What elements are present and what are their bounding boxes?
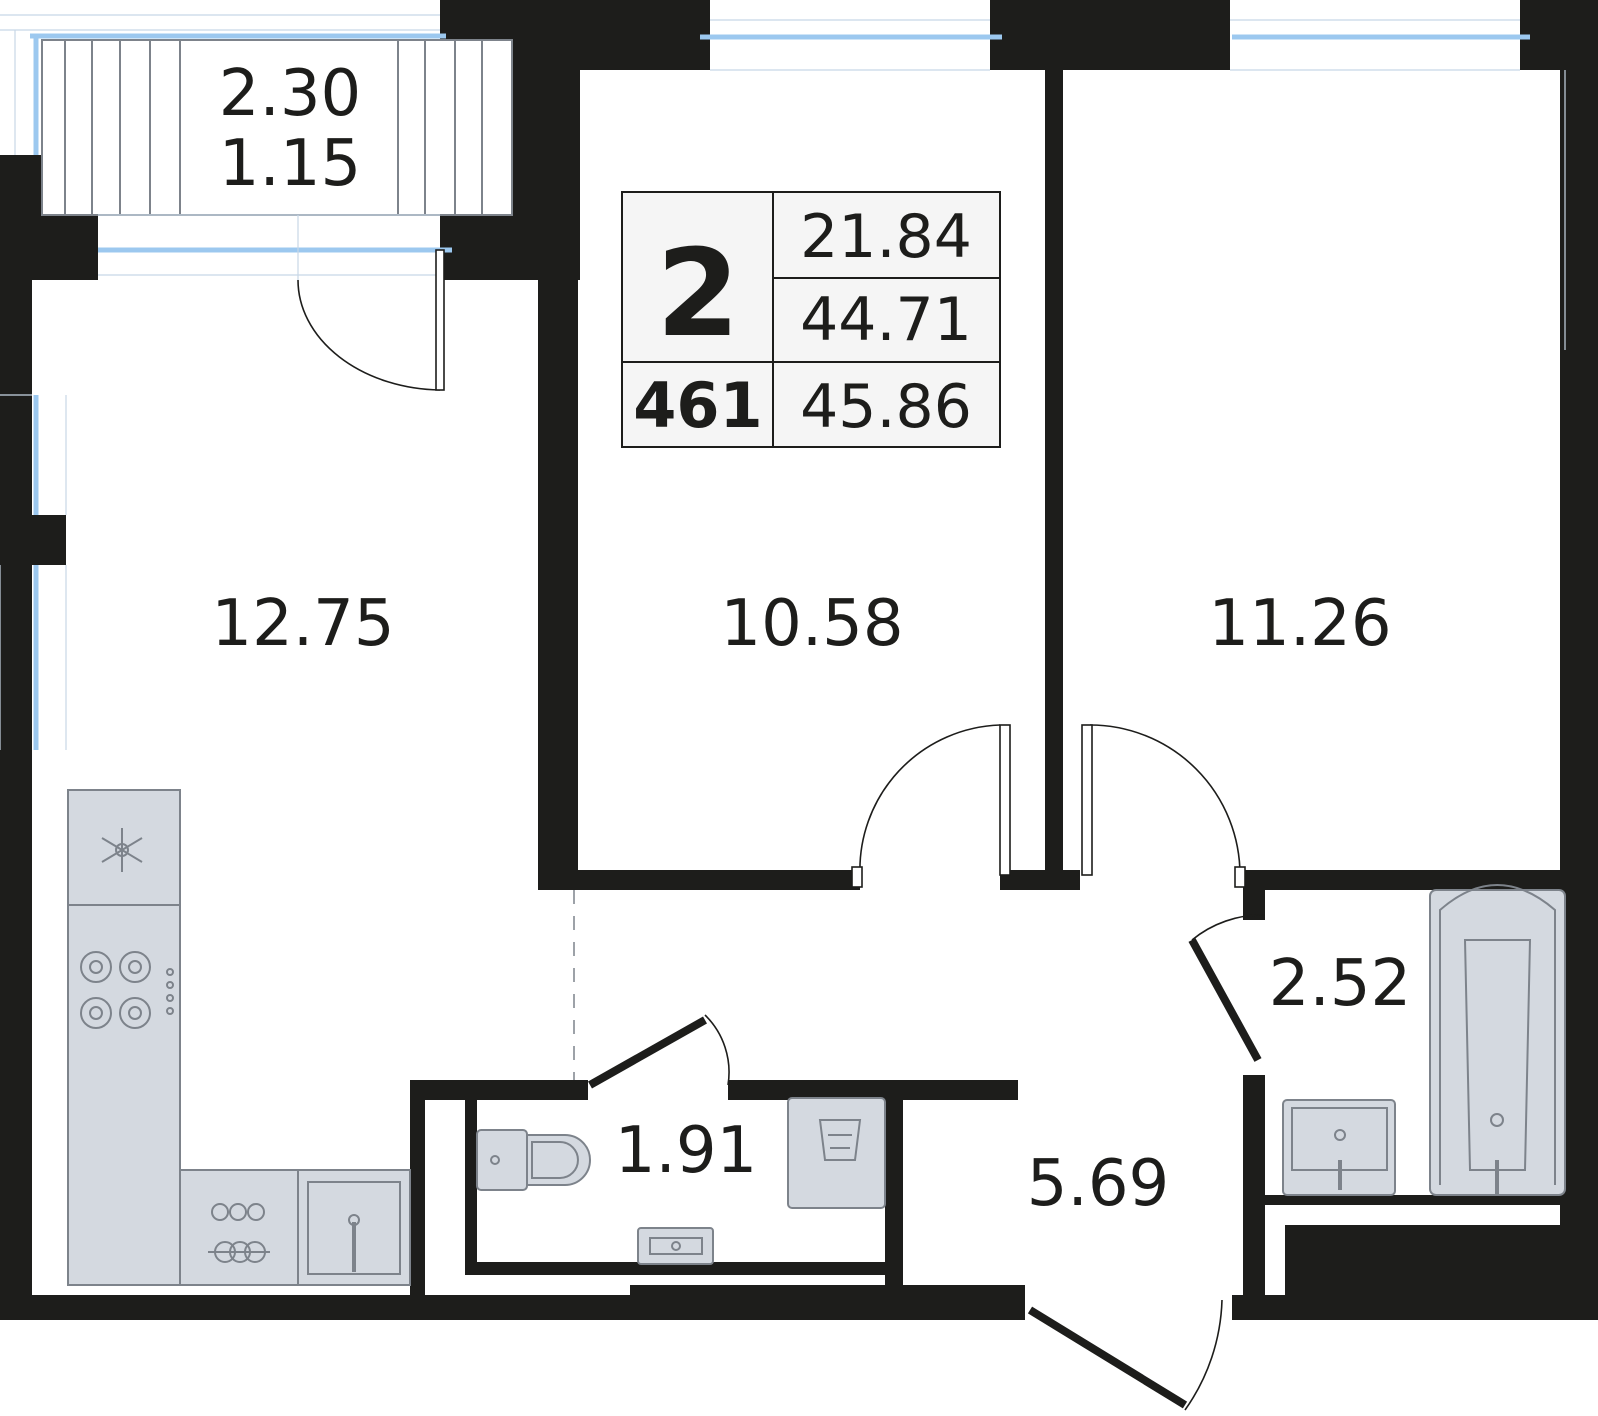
washing-machine-icon — [787, 1097, 886, 1209]
kitchen-fixtures — [67, 789, 411, 1286]
doors — [297, 249, 1265, 1411]
bathroom-sink-icon — [1282, 1099, 1396, 1196]
walls — [0, 0, 1598, 1320]
apartment-number: 461 — [633, 369, 762, 442]
total-area-no-balcony: 44.71 — [800, 285, 972, 355]
dishwasher — [179, 1169, 299, 1286]
living-area: 21.84 — [800, 202, 972, 272]
fridge — [67, 789, 181, 906]
hall-area: 5.69 — [1027, 1147, 1170, 1221]
bathtub-icon — [1429, 884, 1566, 1196]
handbasin-icon — [637, 1227, 714, 1265]
area-labels: 2.30 1.15 12.75 10.58 11.26 1.91 5.69 2.… — [190, 50, 1411, 1221]
sink-icon — [307, 1181, 401, 1275]
snowflake-icon — [101, 828, 143, 872]
toilet-area: 1.91 — [615, 1114, 758, 1188]
balcony-reduced-area: 1.15 — [219, 127, 362, 201]
bathroom-fixtures — [1282, 884, 1566, 1196]
dishwasher-icon — [208, 1203, 270, 1263]
stove-burners-icon — [80, 951, 174, 1029]
bedroom-2-area: 11.26 — [1208, 587, 1391, 661]
rooms-count: 2 — [656, 225, 740, 364]
toilet-fixtures — [476, 1097, 886, 1265]
summary-table: 2 21.84 44.71 461 45.86 — [621, 191, 1001, 448]
toilet-icon — [476, 1129, 591, 1191]
bedroom-1-area: 10.58 — [720, 587, 903, 661]
bathroom-area: 2.52 — [1269, 947, 1412, 1021]
total-area: 45.86 — [800, 372, 972, 442]
kitchen-living-area: 12.75 — [211, 587, 394, 661]
balcony-area: 2.30 — [219, 57, 362, 131]
